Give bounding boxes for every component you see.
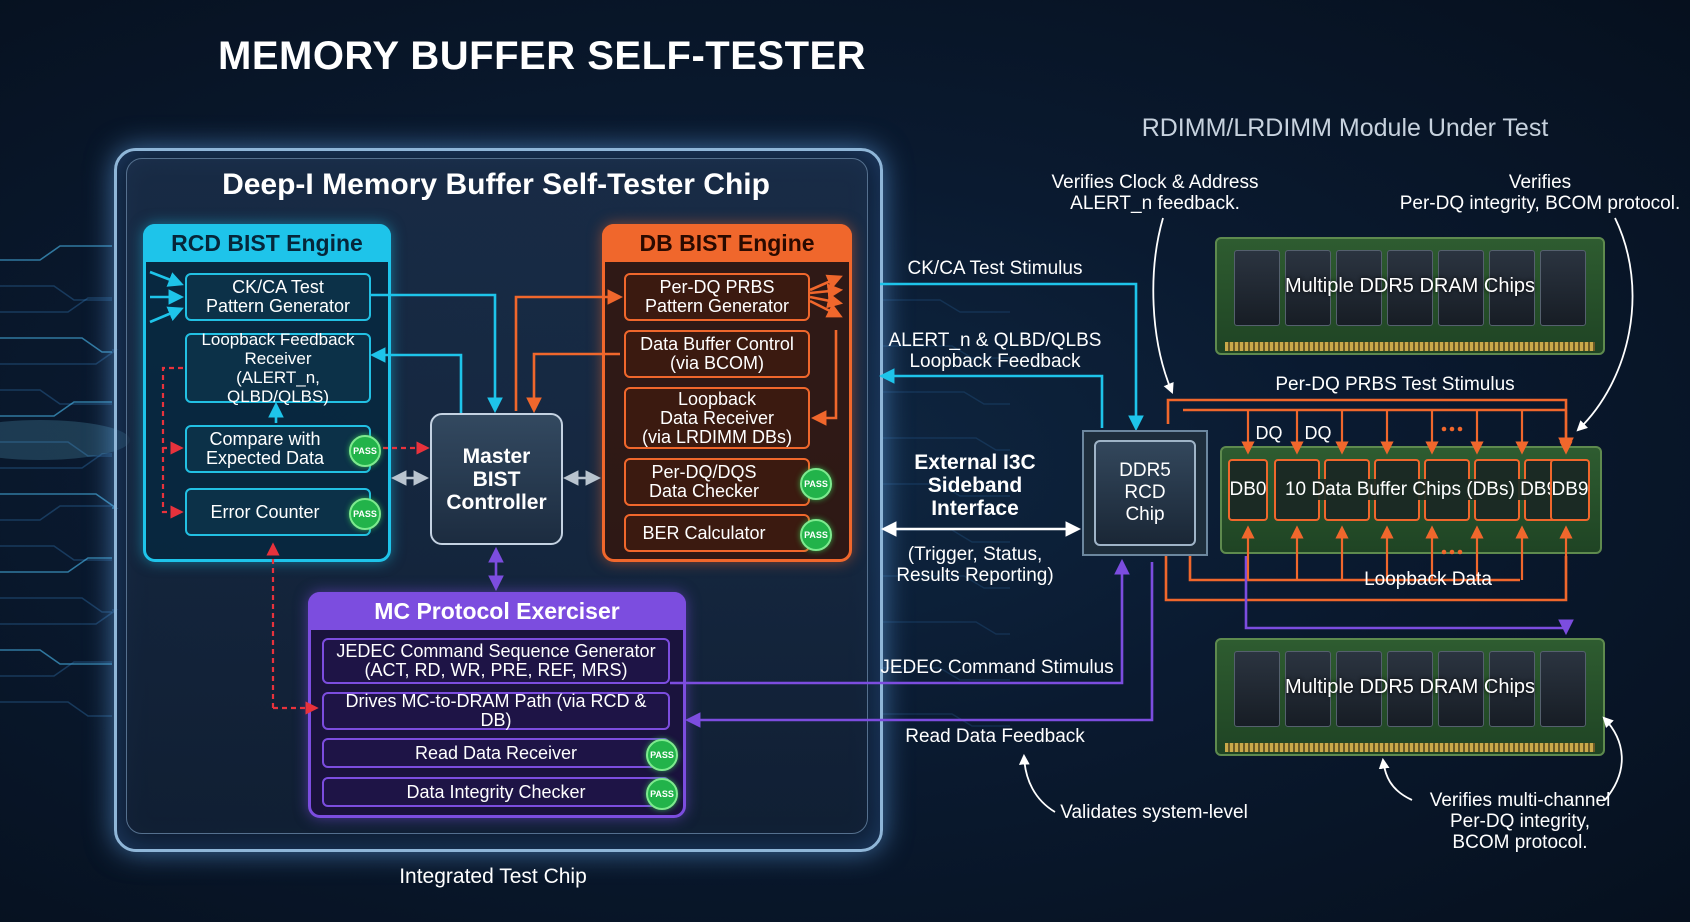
dram-chip [1336,250,1382,326]
circuit-trace [880,483,1010,497]
per-dq-dqs-data-checker: Per-DQ/DQS Data Checker [624,458,810,506]
circuit-trace [0,285,112,301]
label-per-dq-stimulus: Per-DQ PRBS Test Stimulus [1275,374,1515,395]
pass-badge-integrity: PASS [646,778,678,810]
note-clock-address: Verifies Clock & Address ALERT_n feedbac… [1051,172,1259,214]
circuit-trace [0,453,112,469]
circuit-trace [0,297,112,313]
ddr5-rcd-chip-label: DDR5 RCD Chip [1094,440,1196,546]
dq-label-2: DQ [1304,423,1332,443]
dimm-bottom-edge-connector [1225,743,1595,752]
label-loopback-data: Loopback Data [1364,569,1492,590]
mc-to-dram-path: Drives MC-to-DRAM Path (via RCD & DB) [322,692,670,730]
dram-chip [1489,651,1535,727]
circuit-trace [0,609,119,625]
circuit-trace [0,337,112,353]
jedec-command-generator: JEDEC Command Sequence Generator (ACT, R… [322,638,670,684]
dram-chip [1336,651,1382,727]
dimm-bottom-label: Multiple DDR5 DRAM Chips [1284,676,1536,698]
label-i3c-interface: External I3C Sideband Interface [914,451,1036,520]
pass-badge-compare: PASS [349,435,381,467]
circuit-trace [0,349,119,365]
module-title: RDIMM/LRDIMM Module Under Test [1141,114,1549,142]
dram-chip [1387,250,1433,326]
compare-expected-data: Compare with Expected Data [185,425,371,473]
dram-chip [1234,651,1280,727]
dram-chip [1285,651,1331,727]
ber-calculator: BER Calculator [624,514,810,552]
label-validates: Validates system-level [1060,802,1248,823]
dram-chip [1387,651,1433,727]
dram-chip [1438,250,1484,326]
note-per-dq: Verifies Per-DQ integrity, BCOM protocol… [1399,172,1681,214]
db-engine-title: DB BIST Engine [602,224,852,262]
label-alert-feedback: ALERT_n & QLBD/QLBS Loopback Feedback [888,330,1102,372]
master-bist-controller: Master BIST Controller [430,413,563,545]
label-i3c-note: (Trigger, Status, Results Reporting) [896,544,1054,586]
pass-badge-read-receiver: PASS [646,739,678,771]
dram-chip [1438,651,1484,727]
db9-chip: DB9 [1550,459,1590,521]
circuit-trace [0,505,112,521]
chip-title: Deep-I Memory Buffer Self-Tester Chip [222,168,770,201]
label-ck-ca-stimulus: CK/CA Test Stimulus [907,258,1083,279]
circuit-trace [0,649,112,665]
chip-caption: Integrated Test Chip [399,865,587,888]
circuit-trace [880,621,1010,635]
circuit-trace [880,391,1010,405]
circuit-trace [0,441,112,457]
pass-badge-error-counter: PASS [349,498,381,530]
db-chips-label: 10 Data Buffer Chips (DBs) DB9 [1280,479,1562,500]
dimm-top-label: Multiple DDR5 DRAM Chips [1284,275,1536,297]
label-jedec-stimulus: JEDEC Command Stimulus [880,657,1114,678]
circuit-trace [0,701,112,717]
circuit-trace [0,545,112,561]
rcd-engine-title: RCD BIST Engine [143,224,391,262]
dram-chip [1540,651,1586,727]
circuit-trace [0,597,112,613]
dq-label-1: DQ [1255,423,1283,443]
data-buffer-control: Data Buffer Control (via BCOM) [624,330,810,378]
dram-chip [1285,250,1331,326]
per-dq-prbs-generator: Per-DQ PRBS Pattern Generator [624,273,810,321]
circuit-trace [880,299,1010,313]
dimm-top-edge-connector [1225,342,1595,351]
circuit-trace [880,529,1010,543]
circuit-trace [880,437,1010,451]
ck-ca-pattern-generator: CK/CA Test Pattern Generator [185,273,371,321]
error-counter: Error Counter [185,488,371,536]
db0-chip: DB0 [1228,459,1268,521]
dram-chip [1489,250,1535,326]
data-integrity-checker: Data Integrity Checker [322,777,670,807]
page-title: MEMORY BUFFER SELF-TESTER [218,34,867,78]
circuit-trace [0,245,112,261]
circuit-trace [0,389,112,405]
pass-badge-ber: PASS [800,519,832,551]
dram-chip [1234,250,1280,326]
circuit-trace [880,713,1010,727]
loopback-feedback-receiver: Loopback Feedback Receiver (ALERT_n, QLB… [185,330,371,406]
circuit-trace [0,557,112,573]
light-streak [0,420,130,460]
pass-badge-data-checker: PASS [800,468,832,500]
circuit-trace [0,401,112,417]
mc-exerciser-title: MC Protocol Exerciser [308,592,686,630]
loopback-data-receiver: Loopback Data Receiver (via LRDIMM DBs) [624,387,810,449]
note-multi-channel: Verifies multi-channel Per-DQ integrity,… [1429,790,1611,853]
label-read-feedback: Read Data Feedback [905,726,1085,747]
read-data-receiver: Read Data Receiver [322,738,670,768]
circuit-trace [0,661,112,677]
